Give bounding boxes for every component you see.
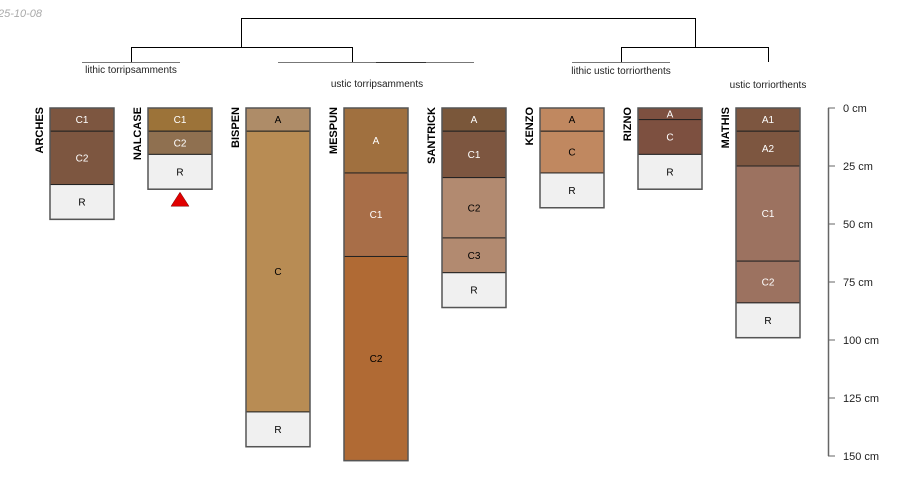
depth-tick-label: 0 cm	[843, 103, 867, 115]
horizon-r	[637, 153, 703, 190]
horizon-label: R	[666, 167, 673, 178]
dendrogram	[82, 18, 769, 63]
horizon-c1	[735, 165, 801, 262]
horizon-label: C2	[76, 153, 89, 164]
horizon-label: A	[373, 136, 380, 147]
profile-outline	[49, 107, 115, 221]
horizon-label: C2	[762, 278, 775, 289]
horizon-label: C2	[468, 203, 481, 214]
horizon-r	[49, 184, 115, 220]
horizon-label: C1	[762, 209, 775, 220]
horizon-label: A	[667, 109, 674, 120]
horizon-label: C	[666, 133, 673, 144]
profile-name: MESPUN	[328, 107, 340, 154]
dendrogram-right-branch	[621, 47, 769, 62]
horizon-label: A	[471, 115, 478, 126]
depth-tick-label: 100 cm	[843, 335, 879, 347]
horizon-label: A2	[762, 144, 775, 155]
group-label: lithic ustic torriorthents	[571, 66, 670, 77]
group-label: ustic torriorthents	[730, 80, 807, 91]
profile-outline	[245, 107, 311, 448]
horizon-label: R	[568, 186, 575, 197]
horizon-label: C2	[370, 354, 383, 365]
profile-name: ARCHES	[34, 107, 46, 153]
profile-name: SANTRICK	[426, 107, 438, 164]
horizon-label: R	[78, 197, 85, 208]
profile-name: KENZO	[524, 107, 536, 146]
horizon-label: R	[764, 316, 771, 327]
profile-outline	[539, 107, 605, 209]
horizon-label: C2	[174, 138, 187, 149]
profile-name: MATHIS	[720, 107, 732, 148]
dendrogram-left-branch	[131, 47, 353, 62]
depth-tick-label: 25 cm	[843, 161, 873, 173]
depth-axis: 0 cm 25 cm 50 cm 75 cm 100 cm 125 cm 150 cm	[827, 103, 879, 463]
horizon-c	[245, 130, 311, 413]
horizon-label: C1	[174, 115, 187, 126]
depth-tick-label: 125 cm	[843, 393, 879, 405]
horizon-label: R	[274, 425, 281, 436]
horizon-label: C	[568, 148, 575, 159]
profile-outline	[147, 107, 213, 190]
horizon-label: C3	[468, 251, 481, 262]
horizon-label: C1	[370, 210, 383, 221]
profile-name: RIZNO	[622, 107, 634, 142]
horizon-label: C1	[468, 150, 481, 161]
horizon-c2	[343, 255, 409, 462]
horizon-label: A	[275, 115, 282, 126]
horizon-label: A	[569, 115, 576, 126]
horizon-label: C1	[76, 115, 89, 126]
horizon-label: C	[274, 267, 281, 278]
profile-outline	[735, 107, 801, 339]
profile-outline	[637, 107, 703, 190]
group-label: ustic torripsamments	[331, 79, 423, 90]
depth-tick-label: 75 cm	[843, 277, 873, 289]
profile-name: BISPEN	[230, 107, 242, 148]
profile-kenzo: A C R KENZO	[524, 107, 605, 209]
horizon-c2	[441, 177, 507, 239]
date-stamp: 25-10-08	[0, 8, 43, 20]
profile-bispen: A C R BISPEN	[230, 107, 311, 448]
profile-outline	[343, 107, 409, 462]
horizon-r	[441, 272, 507, 309]
depth-tick-label: 150 cm	[843, 451, 879, 463]
dendrogram-root-branch	[241, 18, 696, 47]
horizon-c1	[441, 130, 507, 179]
horizon-label: A1	[762, 115, 775, 126]
depth-tick-label: 50 cm	[843, 219, 873, 231]
horizon-r	[539, 172, 605, 209]
red-triangle-marker-icon	[170, 191, 190, 207]
group-label: lithic torripsamments	[85, 65, 177, 76]
horizon-c2	[735, 260, 801, 304]
horizon-label: R	[470, 286, 477, 297]
profile-outline	[441, 107, 507, 309]
profile-rizno: A C R RIZNO	[622, 107, 703, 190]
profile-name: NALCASE	[132, 107, 144, 160]
horizon-label: R	[176, 167, 183, 178]
horizon-r	[245, 411, 311, 448]
